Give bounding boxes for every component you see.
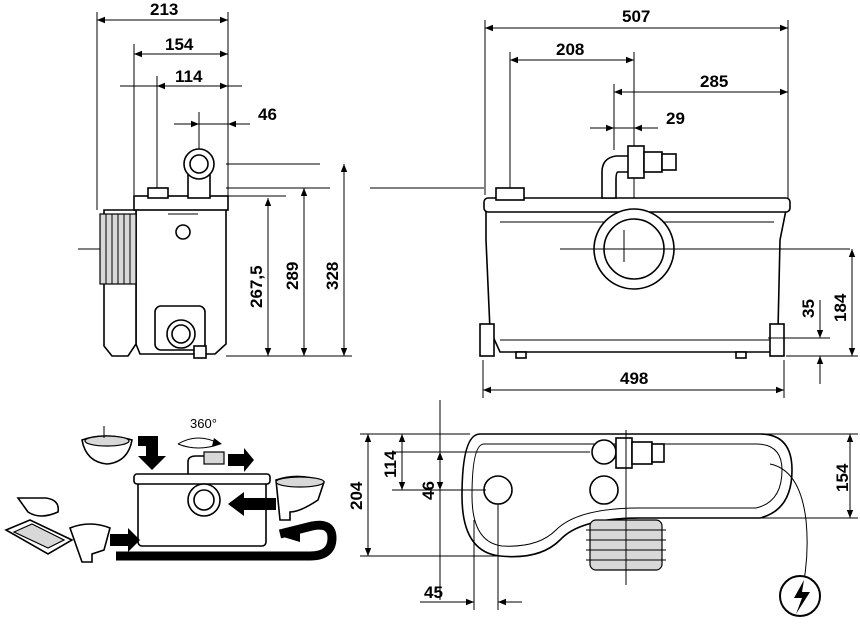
dim-154-top: 154 — [833, 463, 852, 492]
illus-outlet-pipe — [203, 451, 225, 465]
illus-unit-lid — [133, 473, 271, 485]
front-cap — [495, 187, 525, 201]
dim-267: 267,5 — [247, 265, 266, 308]
dim-213: 213 — [150, 0, 178, 19]
front-view: 507 208 285 29 498 — [370, 7, 858, 398]
dim-208: 208 — [556, 40, 584, 59]
drain-hose — [116, 520, 337, 561]
front-foot-pad — [515, 351, 527, 359]
side-outlet-hole — [189, 154, 209, 174]
side-foot — [193, 345, 207, 359]
illus-outlet — [187, 455, 206, 474]
front-outlet-tip — [661, 153, 677, 171]
top-outlet-collar — [615, 437, 633, 469]
installation-illustration: 360° — [4, 416, 337, 563]
front-foot-pad — [735, 351, 747, 359]
lightning-bolt-icon — [794, 580, 810, 614]
top-outline-inner — [471, 443, 783, 547]
toilet-icon — [275, 475, 325, 521]
top-outlet-pipe — [631, 441, 653, 465]
side-view: 213 154 114 46 — [78, 0, 352, 359]
top-outlet-tip — [651, 443, 665, 463]
dim-507: 507 — [622, 7, 650, 26]
dim-114: 114 — [175, 67, 203, 86]
front-foot-left — [479, 323, 495, 357]
dim-328: 328 — [323, 262, 342, 290]
flow-arrow-hose — [280, 528, 300, 542]
side-lower-inlet-inner — [171, 324, 191, 344]
illus-unit-inlet-inner — [193, 489, 215, 511]
toilet-seat — [275, 476, 325, 488]
dim-289: 289 — [283, 262, 302, 290]
flow-arrow-in-right — [228, 492, 276, 516]
top-outline — [461, 433, 793, 558]
rotation-label: 360° — [190, 416, 217, 431]
dim-29: 29 — [666, 109, 685, 128]
flow-arrow-in-left — [110, 528, 140, 552]
front-outlet-pipe — [643, 151, 663, 173]
rotation-arrowhead — [212, 438, 222, 446]
dim-154: 154 — [165, 35, 194, 54]
top-inlet-center — [589, 475, 619, 505]
shower-tray-inner — [12, 523, 66, 549]
front-foot-right — [769, 323, 785, 357]
small-toilet-icon — [68, 523, 111, 563]
dim-114-top: 114 — [381, 450, 400, 478]
dim-45: 45 — [424, 583, 443, 602]
dim-46: 46 — [258, 105, 277, 124]
side-cap — [147, 187, 169, 199]
small-basin-icon — [16, 497, 60, 517]
side-lid — [133, 195, 229, 211]
flow-arrow-out — [228, 448, 254, 472]
dim-35: 35 — [799, 299, 818, 318]
dim-498: 498 — [620, 369, 648, 388]
washbasin-bowl — [84, 435, 130, 447]
front-outlet-elbow — [601, 155, 631, 199]
dim-285: 285 — [700, 72, 728, 91]
dim-46-top: 46 — [419, 481, 438, 500]
top-inlet-left — [483, 475, 513, 505]
top-outlet — [591, 439, 617, 465]
front-outlet-collar — [627, 145, 645, 179]
side-latch — [175, 224, 191, 240]
top-view: 204 114 46 45 154 — [347, 400, 858, 617]
flow-arrow-down — [138, 436, 166, 470]
dim-204: 204 — [347, 481, 366, 510]
dim-184: 184 — [831, 293, 850, 322]
